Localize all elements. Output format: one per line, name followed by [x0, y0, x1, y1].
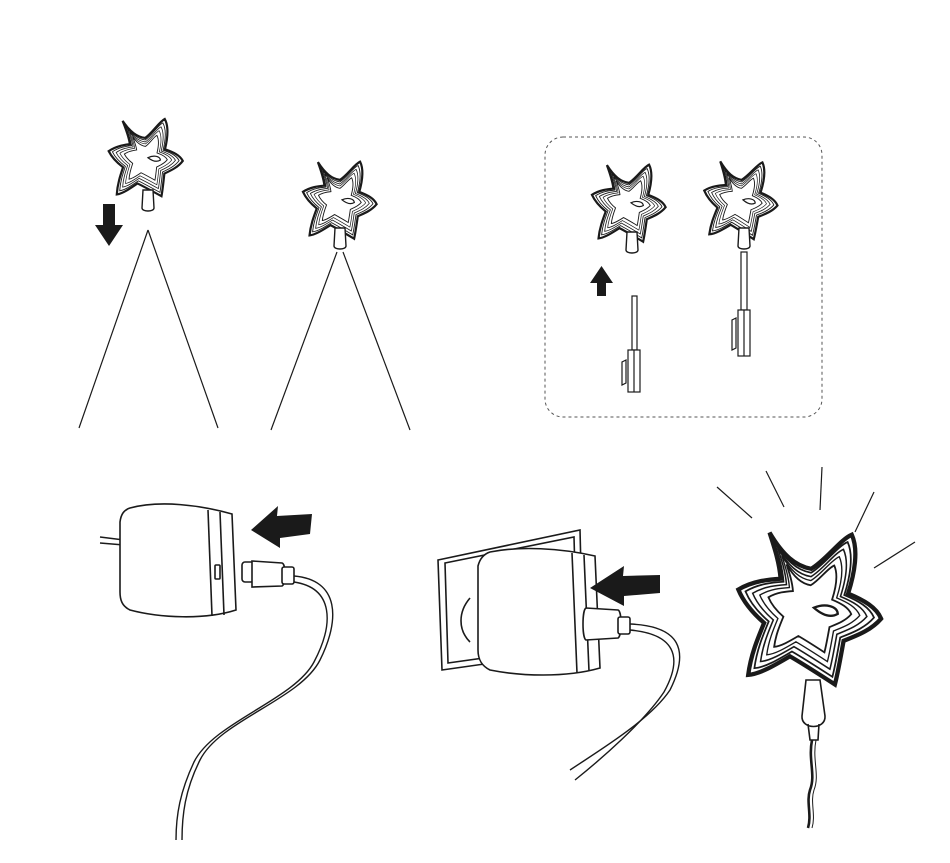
star-peg	[142, 190, 154, 211]
power-adapter	[120, 504, 236, 617]
panel-inset-stake	[545, 137, 822, 417]
stand-tripod	[271, 252, 410, 430]
star-peg	[802, 680, 825, 740]
left-arrow-icon	[251, 506, 312, 548]
usb-plug	[583, 608, 630, 640]
star-peg	[738, 228, 750, 249]
panel-adapter-into-socket	[438, 530, 680, 780]
panel-cable-into-adapter	[100, 504, 333, 840]
star-lamp-head-large	[735, 525, 886, 690]
down-arrow-icon	[95, 204, 123, 246]
stand-tripod	[79, 230, 218, 428]
star-peg	[334, 228, 346, 249]
star-peg	[626, 232, 638, 253]
panel-star-push-down	[79, 113, 218, 428]
star-lamp-head	[105, 113, 187, 202]
panel-star-lit	[717, 467, 915, 828]
light-rays-icon	[717, 467, 915, 568]
left-arrow-icon	[590, 566, 660, 606]
usb-plug	[242, 561, 294, 587]
up-arrow-icon	[590, 266, 613, 296]
panel-star-mounted	[271, 156, 410, 430]
power-adapter	[478, 549, 600, 675]
inset-border	[545, 137, 822, 417]
twisted-cable	[808, 740, 812, 828]
ground-stake-assembled	[732, 252, 750, 356]
ground-stake	[622, 296, 640, 392]
